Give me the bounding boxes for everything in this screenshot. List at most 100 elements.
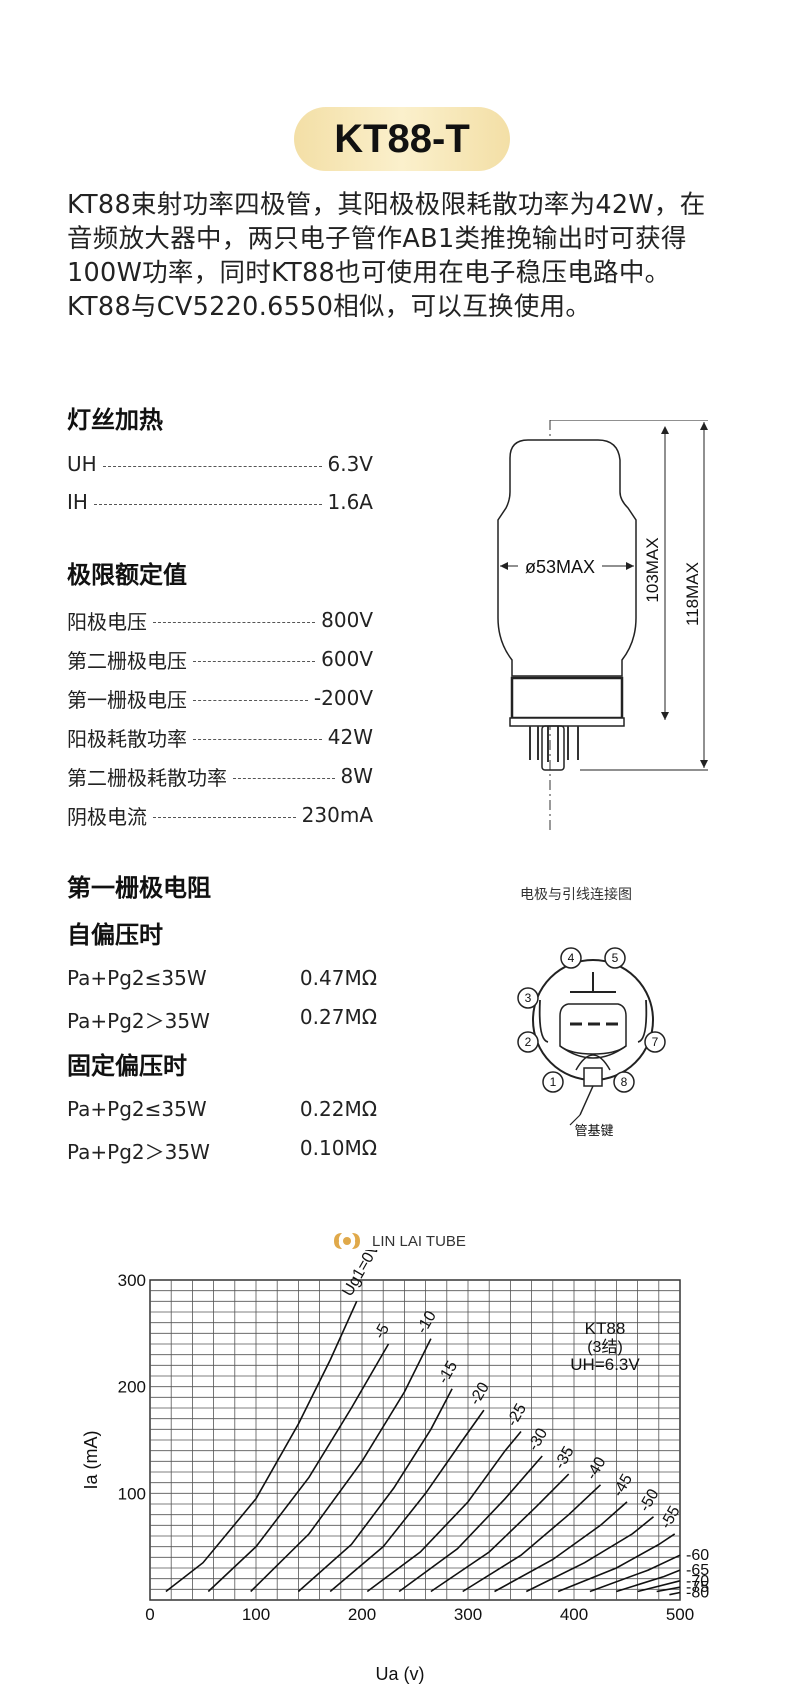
series-line (165, 1300, 358, 1593)
intro-line: KT88与CV5220.6550相似，可以互换使用。 (67, 292, 592, 322)
chart-annotation: KT88 (585, 1319, 626, 1338)
pin-number: 5 (612, 951, 619, 965)
spec-label: 阴极电流 (67, 804, 147, 829)
series-line (462, 1484, 602, 1593)
series-line (525, 1516, 655, 1593)
leader-dots (193, 738, 322, 740)
chart-annotation: (3结) (587, 1338, 623, 1356)
resistance-value: 0.10MΩ (299, 1136, 377, 1160)
pin-number: 2 (525, 1035, 532, 1049)
series-label: -60 (686, 1547, 709, 1564)
spec-value: 800V (321, 608, 373, 632)
limits-heading: 极限额定值 (67, 561, 187, 589)
series-line (637, 1580, 681, 1593)
leader-dots (153, 621, 316, 623)
y-axis-label: Ia (mA) (81, 1430, 101, 1489)
series-line (589, 1554, 681, 1593)
pin-number: 7 (652, 1035, 659, 1049)
pin-number: 3 (525, 991, 532, 1005)
series-line (207, 1343, 390, 1593)
resistance-value: 0.27MΩ (299, 1005, 377, 1029)
series-line (297, 1388, 453, 1593)
spec-row: 第一栅极电压 -200V (67, 684, 373, 712)
y-tick-label: 100 (118, 1484, 146, 1503)
intro-line: KT88束射功率四极管，其阳极极限耗散功率为42W，在 (67, 190, 706, 220)
y-tick-label: 200 (118, 1378, 146, 1397)
x-axis-label: Ua (v) (376, 1664, 425, 1684)
x-tick-label: 400 (560, 1605, 588, 1624)
series-line (669, 1591, 681, 1596)
spec-value: 230mA (301, 803, 373, 827)
x-tick-label: 300 (454, 1605, 482, 1624)
series-label: -65 (686, 1562, 709, 1579)
resistance-row: Pa+Pg2＞35W 0.10MΩ (67, 1136, 377, 1164)
chart-curves: Ug1=0V-5-10-15-20-25-30-35-40-45-50-55-6… (165, 1250, 709, 1602)
series-line (398, 1455, 543, 1593)
condition-label: Pa+Pg2≤35W (67, 966, 207, 990)
spec-row: 第二栅极电压 600V (67, 645, 373, 673)
y-tick-label: 300 (118, 1271, 146, 1290)
pin-number: 8 (621, 1075, 628, 1089)
chart-grid (149, 1279, 681, 1601)
self-bias-heading: 自偏压时 (67, 921, 163, 949)
spec-label: UH (67, 452, 97, 476)
pin-circles (517, 947, 666, 1093)
spec-label: 第一栅极电压 (67, 687, 187, 712)
height-label-2: 118MAX (683, 562, 702, 626)
series-line (616, 1569, 681, 1593)
spec-label: 第二栅极耗散功率 (67, 765, 227, 790)
intro-line: 音频放大器中，两只电子管作AB1类推挽输出时可获得 (67, 224, 687, 254)
leader-dots (153, 816, 296, 818)
chart-annotation: UH=6.3V (570, 1355, 640, 1374)
series-line (329, 1409, 485, 1593)
series-line (494, 1501, 628, 1593)
resistance-row: Pa+Pg2≤35W 0.47MΩ (67, 966, 377, 994)
height-label-1: 103MAX (643, 537, 662, 602)
series-label: -75 (686, 1579, 709, 1596)
series-label: -40 (583, 1454, 609, 1483)
condition-label: Pa+Pg2＞35W (67, 1140, 210, 1164)
brand-logo-icon (334, 1233, 360, 1249)
series-line (366, 1430, 522, 1593)
condition-label: Pa+Pg2＞35W (67, 1009, 210, 1033)
intro-line: 100W功率，同时KT88也可使用在电子稳压电路中。 (67, 258, 671, 288)
spec-label: 阳极电压 (67, 609, 147, 634)
x-tick-label: 200 (348, 1605, 376, 1624)
condition-label: Pa+Pg2≤35W (67, 1097, 207, 1121)
plate-characteristic-chart: Ug1=0V-5-10-15-20-25-30-35-40-45-50-55-6… (81, 1250, 709, 1684)
diameter-label: ø53MAX (525, 557, 595, 577)
intro-paragraph: KT88束射功率四极管，其阳极极限耗散功率为42W，在 音频放大器中，两只电子管… (67, 188, 747, 324)
pin-number: 1 (550, 1075, 557, 1089)
brand: LIN LAI TUBE (330, 1231, 466, 1251)
filament-heading: 灯丝加热 (67, 406, 163, 434)
series-line (656, 1586, 681, 1593)
spec-row: 阴极电流 230mA (67, 801, 373, 829)
series-label: -80 (686, 1585, 709, 1602)
resistance-value: 0.22MΩ (299, 1097, 377, 1121)
series-line (557, 1533, 676, 1593)
series-label: Ug1=0V (339, 1250, 383, 1299)
resistance-row: Pa+Pg2＞35W 0.27MΩ (67, 1005, 377, 1033)
spec-label: IH (67, 490, 88, 514)
series-line (250, 1338, 432, 1593)
spec-value: 8W (340, 764, 374, 788)
series-label: -70 (686, 1573, 709, 1590)
leader-dots (193, 699, 308, 701)
spec-row: IH 1.6A (67, 488, 373, 516)
leader-dots (102, 465, 322, 467)
leader-dots (93, 503, 322, 505)
series-label: -45 (610, 1471, 636, 1500)
x-tick-label: 500 (666, 1605, 694, 1624)
leader-dots (193, 660, 316, 662)
pin-connection-diagram: 4 5 3 2 7 1 8 管基键 (517, 947, 666, 1138)
grid-resistance-heading: 第一栅极电阻 (67, 874, 211, 902)
series-label: -15 (435, 1358, 461, 1387)
spec-value: -200V (313, 686, 373, 710)
page-title: KT88-T (294, 107, 510, 171)
tube-outline-drawing: ø53MAX 103MAX 118MAX (497, 420, 708, 830)
spec-row: 阳极耗散功率 42W (67, 723, 373, 751)
spec-row: 第二栅极耗散功率 8W (67, 762, 373, 790)
resistance-row: Pa+Pg2≤35W 0.22MΩ (67, 1097, 377, 1125)
spec-value: 1.6A (327, 490, 374, 514)
